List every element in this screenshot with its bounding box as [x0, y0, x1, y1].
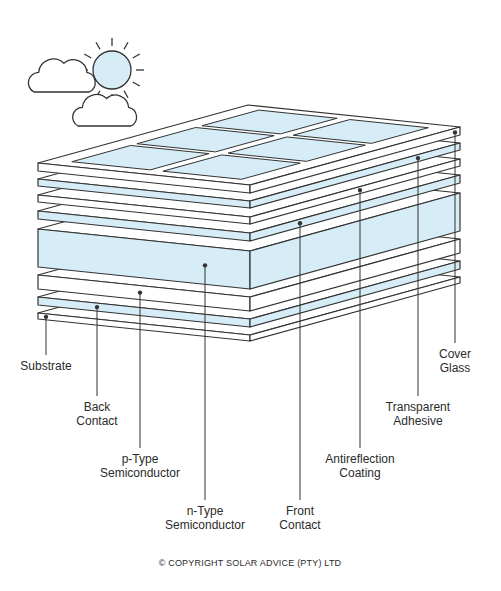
copyright-note: © COPYRIGHT SOLAR ADVICE (PTY) LTD [159, 558, 342, 569]
leader-line [205, 265, 206, 500]
layer-label: Cover Glass [430, 347, 480, 375]
layer-label: Antireflection Coating [315, 452, 405, 480]
sun-ray [96, 42, 100, 49]
layer-label: p-Type Semiconductor [97, 452, 183, 480]
leader-dot [95, 305, 99, 309]
layer-label: Substrate [6, 359, 86, 373]
sun-ray [124, 42, 128, 49]
leader-dot [138, 290, 142, 294]
leader-line [46, 317, 47, 355]
leader-dot [44, 315, 48, 319]
sun-ray [133, 54, 140, 58]
leader-dot [298, 221, 302, 225]
layer-label: Transparent Adhesive [378, 400, 458, 428]
solar-cell [293, 120, 428, 144]
leader-line [455, 132, 456, 343]
leader-dot [358, 188, 362, 192]
leader-line [97, 307, 98, 396]
sun-ray [84, 54, 91, 58]
sun-ray [124, 91, 128, 98]
leader-line [418, 158, 419, 396]
layer-stack [38, 105, 460, 341]
layer-label: n-Type Semiconductor [162, 504, 248, 532]
leader-line [360, 190, 361, 448]
panel-layer [38, 105, 460, 193]
layer-label: Back Contact [72, 400, 122, 428]
sun-ray [136, 69, 144, 70]
cloud-icon [73, 94, 137, 126]
leader-dot [453, 130, 457, 134]
layer-label: Front Contact [275, 504, 325, 532]
sun-ray [111, 38, 112, 46]
leader-lines [44, 130, 457, 500]
sun-disc [93, 51, 131, 89]
leader-dot [203, 263, 207, 267]
leader-dot [416, 156, 420, 160]
leader-line [140, 293, 141, 448]
cloud-icon [28, 59, 95, 92]
sun-ray [133, 82, 140, 86]
leader-line [300, 223, 301, 500]
